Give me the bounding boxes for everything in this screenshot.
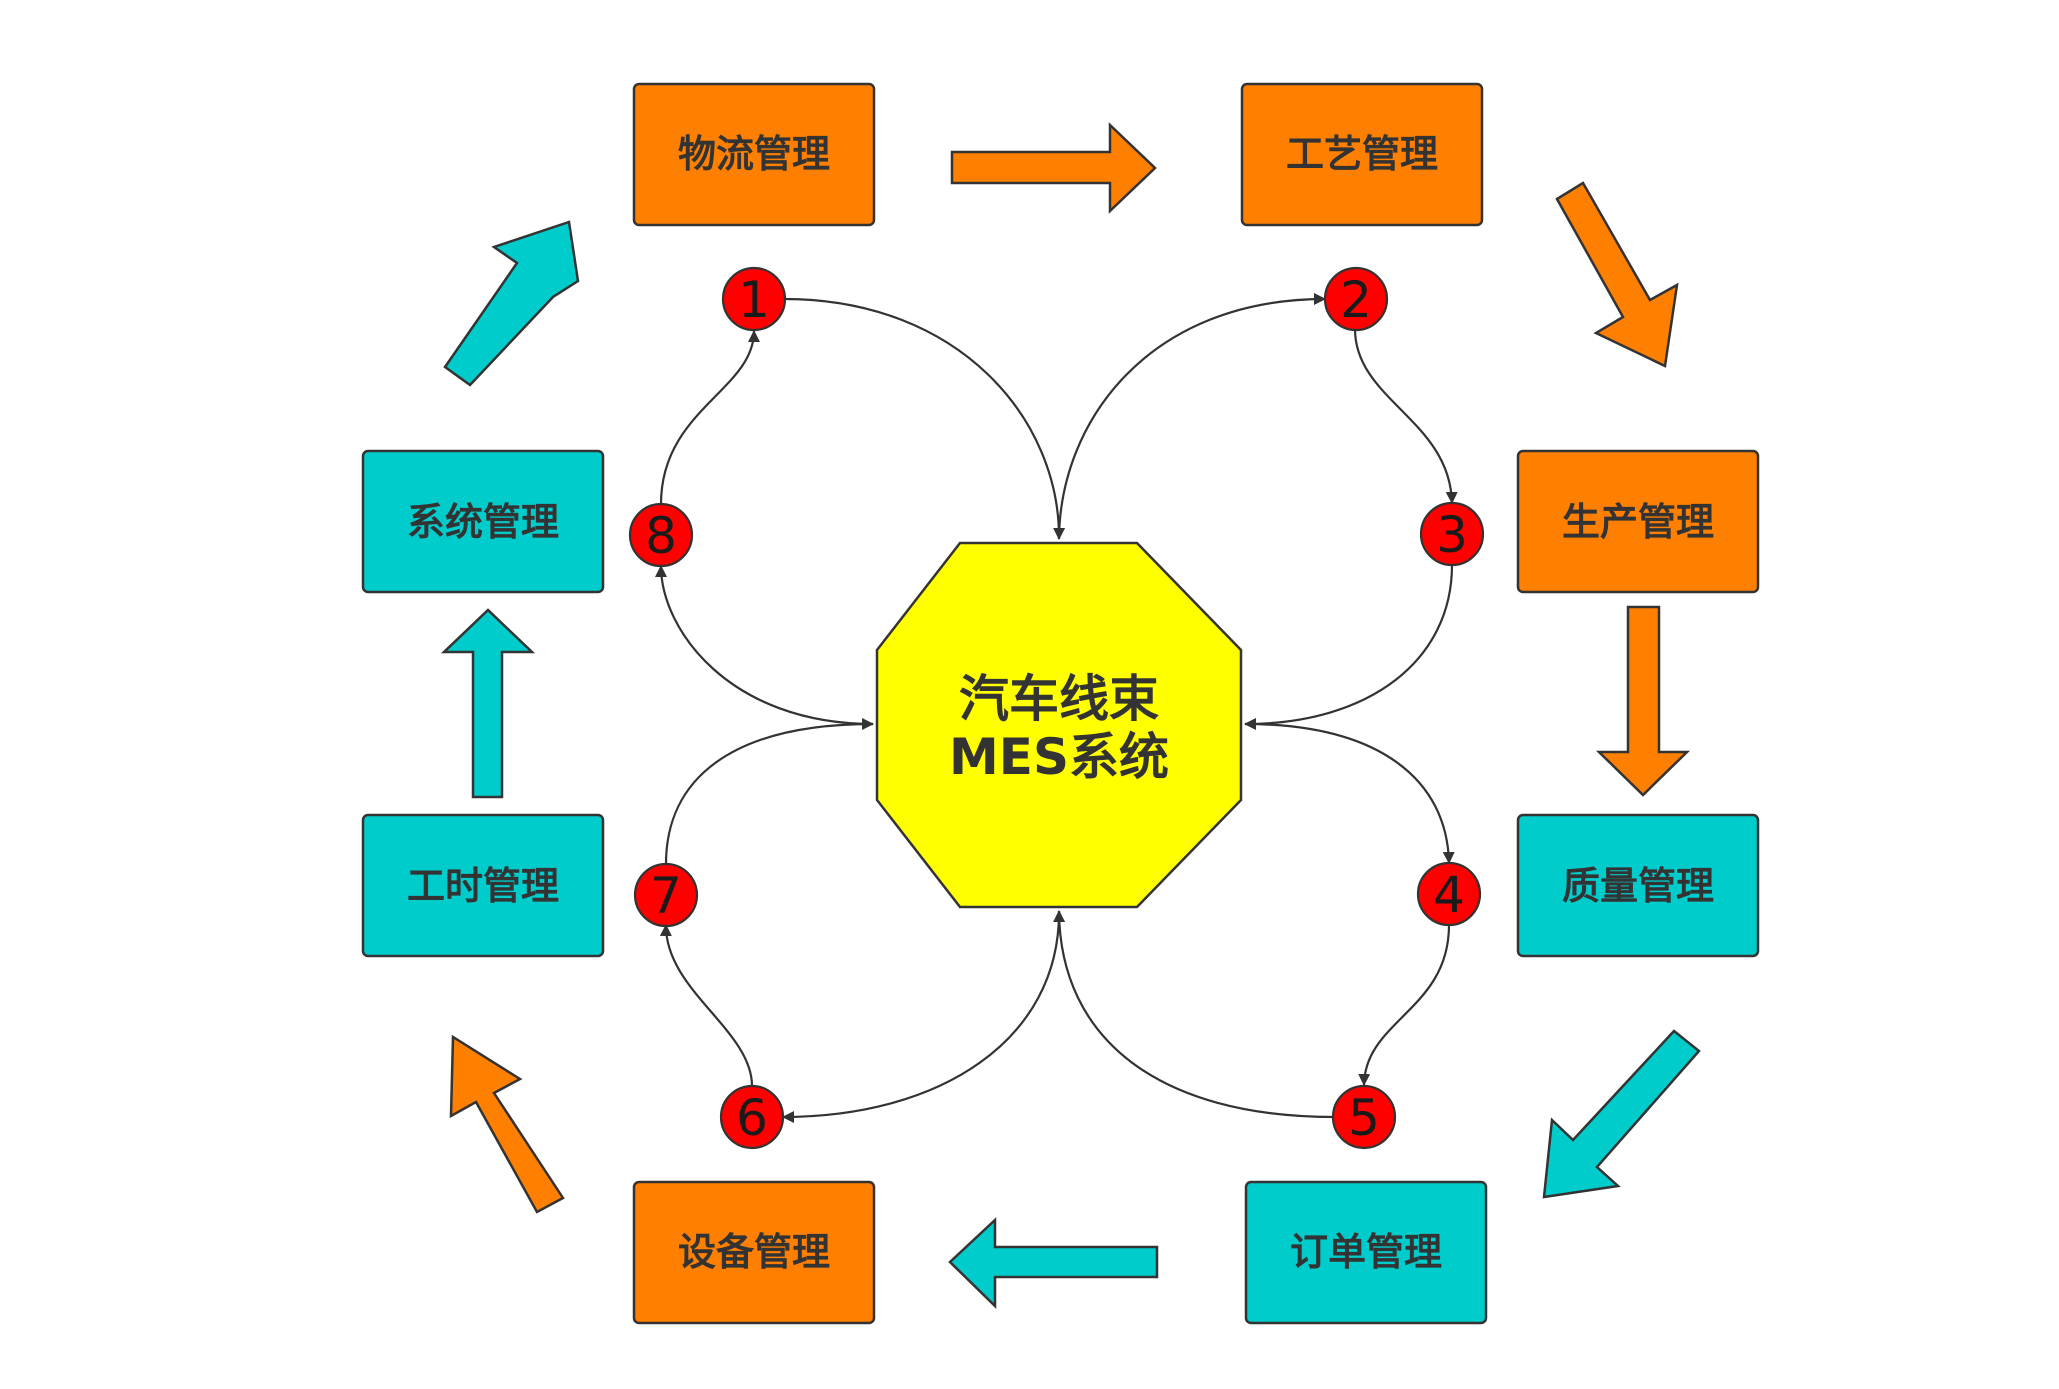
step-number-2: 2 [1340, 271, 1372, 329]
step-number-7: 7 [650, 867, 682, 925]
step-badge-2: 2 [1323, 266, 1389, 332]
module-quality-label: 质量管理 [1562, 864, 1714, 908]
connector-step6-to-step7 [659, 924, 754, 1087]
flow-arrow-order-to-equipment [948, 1217, 1159, 1309]
step-number-3: 3 [1436, 506, 1468, 564]
step-number-8: 8 [645, 507, 677, 565]
connector-step2-to-step3 [1353, 328, 1458, 504]
flow-arrow-equipment-to-worktime [449, 1034, 565, 1214]
connector-center-to-step4 [1244, 722, 1455, 864]
center-title-line2: MES系统 [949, 728, 1169, 786]
connector-center-to-step2 [1057, 293, 1326, 540]
flow-arrow-system-to-logistics [443, 220, 580, 387]
step-number-5: 5 [1348, 1089, 1380, 1147]
module-production: 生产管理 [1516, 449, 1760, 594]
connector-center-to-step6 [782, 910, 1061, 1123]
connector-step4-to-step5 [1358, 924, 1451, 1086]
connector-step3-to-center [1244, 564, 1454, 730]
module-system-label: 系统管理 [407, 500, 559, 544]
connector-step5-to-center [1053, 910, 1335, 1119]
module-equipment-label: 设备管理 [678, 1230, 830, 1274]
flow-arrow-process-to-production [1555, 181, 1679, 368]
step-number-4: 4 [1433, 866, 1465, 924]
module-order: 订单管理 [1244, 1180, 1488, 1325]
module-logistics-label: 物流管理 [678, 132, 830, 176]
step-number-1: 1 [738, 271, 770, 329]
module-system: 系统管理 [361, 449, 605, 594]
step-badge-5: 5 [1331, 1084, 1397, 1150]
connector-step7-to-center [664, 718, 874, 865]
step-badge-6: 6 [719, 1084, 785, 1150]
module-worktime: 工时管理 [361, 813, 605, 958]
step-badge-1: 1 [721, 266, 787, 332]
step-badge-3: 3 [1419, 501, 1485, 567]
module-process-label: 工艺管理 [1286, 132, 1438, 176]
module-quality: 质量管理 [1516, 813, 1760, 958]
step-badge-8: 8 [628, 502, 694, 568]
module-process: 工艺管理 [1240, 82, 1484, 227]
flow-arrow-logistics-to-process [950, 122, 1157, 214]
connector-step1-to-center [783, 297, 1066, 540]
flow-arrow-production-to-quality [1595, 605, 1691, 797]
module-order-label: 订单管理 [1290, 1230, 1442, 1274]
center-octagon: 汽车线束 MES系统 [875, 541, 1243, 909]
step-badge-4: 4 [1416, 861, 1482, 927]
flow-arrow-quality-to-order [1542, 1029, 1701, 1199]
module-equipment: 设备管理 [632, 1180, 876, 1325]
connector-center-to-step8 [655, 565, 874, 726]
module-worktime-label: 工时管理 [407, 864, 559, 908]
module-production-label: 生产管理 [1562, 500, 1714, 544]
center-title-line1: 汽车线束 [959, 670, 1159, 728]
step-number-6: 6 [736, 1089, 768, 1147]
module-logistics: 物流管理 [632, 82, 876, 227]
step-badge-7: 7 [633, 862, 699, 928]
connector-step8-to-step1 [659, 330, 760, 505]
flow-arrow-worktime-to-system [440, 608, 536, 799]
